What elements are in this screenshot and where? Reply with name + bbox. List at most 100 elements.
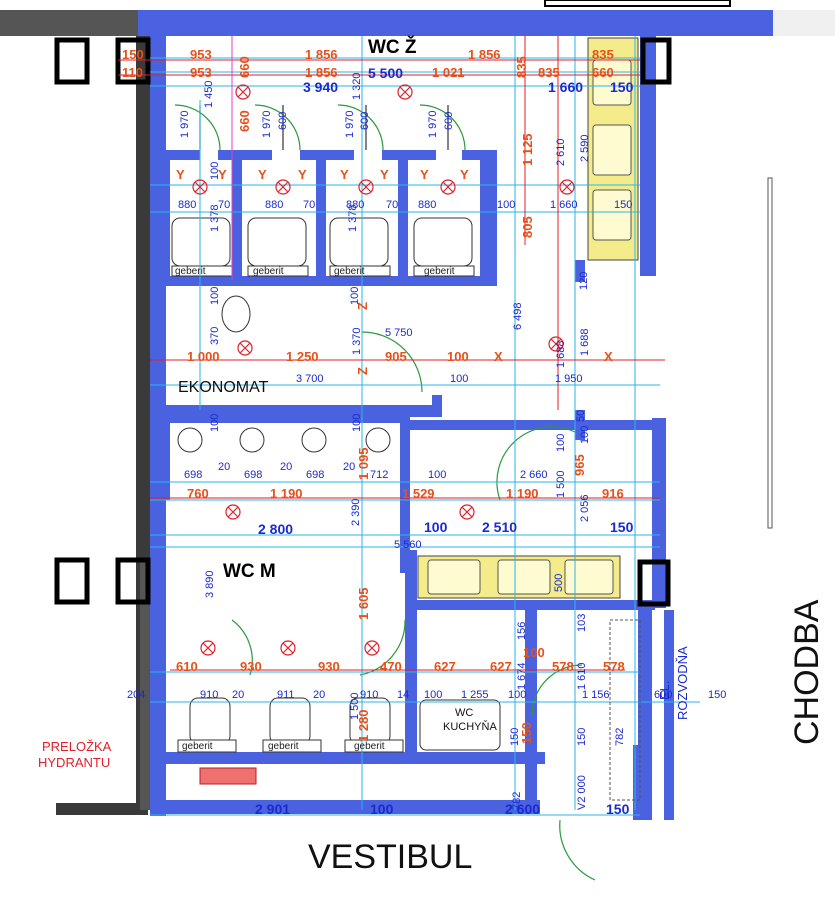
dimension-label: 2 590: [579, 134, 591, 162]
dimension-label: 910: [200, 689, 219, 701]
dimension-label: 965: [572, 454, 587, 476]
room-label-wc-kuchyna-2: KUCHYŇA: [443, 721, 497, 733]
dimension-label: 370: [209, 326, 221, 345]
fixture-brand-label: geberit: [253, 266, 284, 277]
hydrant-note-2: HYDRANTU: [38, 755, 111, 770]
dimension-label: 1 529: [402, 486, 435, 501]
dimension-label: 20: [218, 461, 231, 473]
dimension-label: 100: [351, 413, 363, 432]
dimension-label: 204: [127, 689, 146, 701]
marker-x: X: [494, 349, 503, 364]
dimension-label: 1 950: [555, 373, 583, 385]
fixture-brand-label: geberit: [354, 741, 385, 752]
dimension-label: 1 856: [305, 47, 338, 62]
dimension-label: 150: [606, 801, 630, 817]
dimension-label: 627: [490, 659, 512, 674]
dimension-label: 70: [386, 199, 399, 211]
dimension-label: 600: [654, 689, 673, 701]
dimension-label: 50: [575, 409, 587, 422]
room-label-rozvodna: ROZVODŇA: [675, 646, 690, 720]
dimension-label: 100: [209, 413, 221, 432]
dimension-label: 100: [579, 425, 591, 444]
marker-y: Y: [340, 167, 349, 182]
dimension-label: 835: [514, 56, 529, 78]
dimension-label: 805: [520, 216, 535, 238]
dimension-label: 880: [346, 199, 365, 211]
dimension-label: 660: [237, 56, 252, 78]
hydrant-note-1: PRELOŽKA: [42, 739, 112, 754]
dimension-label: 120: [578, 271, 590, 290]
dimension-label: 1 856: [305, 65, 338, 80]
dimension-label: 905: [385, 349, 407, 364]
marker-x: X: [604, 349, 613, 364]
marker-y: Y: [258, 167, 267, 182]
marker-z: Z: [355, 302, 370, 310]
dimension-label: 100: [209, 286, 221, 305]
dimension-label: 150: [708, 689, 727, 701]
window-frame: [54, 557, 90, 605]
dimension-label: 100: [523, 645, 545, 660]
dimension-label: 2 056: [579, 494, 591, 522]
dimension-label: 916: [602, 486, 624, 501]
dimension-label: 150: [610, 519, 634, 535]
dimension-label: 600: [443, 111, 455, 130]
fixture-brand-label: geberit: [182, 741, 213, 752]
dimension-label: 1 378: [347, 204, 359, 232]
dimension-label: 150: [610, 79, 634, 95]
dimension-label: 100: [450, 373, 469, 385]
dimension-label: 100: [497, 199, 516, 211]
wall-wcz-right: [487, 150, 497, 286]
dimension-label: 1 970: [261, 110, 273, 138]
right-light-wall: [773, 10, 835, 36]
dimension-label: 610: [176, 659, 198, 674]
marker-y: Y: [420, 167, 429, 182]
dimension-label: 1 000: [187, 349, 220, 364]
dimension-label: 100: [555, 433, 567, 452]
dimension-label: 6 498: [512, 302, 524, 330]
dimension-label: 100: [424, 689, 443, 701]
dimension-label: 1 605: [356, 587, 371, 620]
window-frame: [115, 37, 151, 85]
dimension-label: 1 970: [344, 110, 356, 138]
fixture-brand-label: geberit: [424, 266, 455, 277]
outer-wall-right-upper: [640, 36, 656, 276]
dimension-label: 1 500: [349, 692, 361, 720]
dimension-label: 1 125: [520, 133, 535, 166]
wall-wcz-bottom: [150, 276, 495, 286]
dimension-label: 1 190: [506, 486, 539, 501]
dimension-label: 1 255: [461, 689, 489, 701]
dimension-label: 20: [232, 689, 245, 701]
dimension-label: 20: [280, 461, 293, 473]
marker-y: Y: [298, 167, 307, 182]
dimension-label: 1 970: [179, 110, 191, 138]
wall-wcm-top: [150, 413, 410, 423]
room-label-wc-m: WC M: [223, 561, 276, 582]
dimension-label: 3 890: [204, 570, 216, 598]
dimension-label: 150: [614, 199, 633, 211]
dimension-label: 600: [359, 111, 371, 130]
dimension-label: 1 190: [270, 486, 303, 501]
dimension-label: 835: [592, 47, 614, 62]
dimension-label: 470: [380, 659, 402, 674]
dimension-label: 600: [277, 111, 289, 130]
dimension-label: V2 000: [576, 775, 588, 810]
outer-wall-top: [138, 10, 773, 36]
dimension-label: 150: [122, 47, 144, 62]
dimension-label: 100: [424, 519, 448, 535]
dimension-label: 627: [434, 659, 456, 674]
dimension-label: 1 021: [432, 65, 465, 80]
dimension-label: 70: [303, 199, 316, 211]
dimension-label: 698: [184, 469, 203, 481]
dimension-label: 760: [187, 486, 209, 501]
dimension-label: 1 660: [548, 79, 584, 95]
dimension-label: 70: [218, 199, 231, 211]
marker-z: Z: [355, 367, 370, 375]
dimension-label: 1 970: [427, 110, 439, 138]
marker-y: Y: [176, 167, 185, 182]
dimension-label: 110: [122, 65, 143, 80]
dimension-label: 1 688: [555, 340, 567, 368]
dimension-label: 2 390: [350, 498, 362, 526]
dimension-label: 20: [343, 461, 356, 473]
dimension-label: 953: [190, 65, 212, 80]
dimension-label: 3 700: [296, 373, 324, 385]
